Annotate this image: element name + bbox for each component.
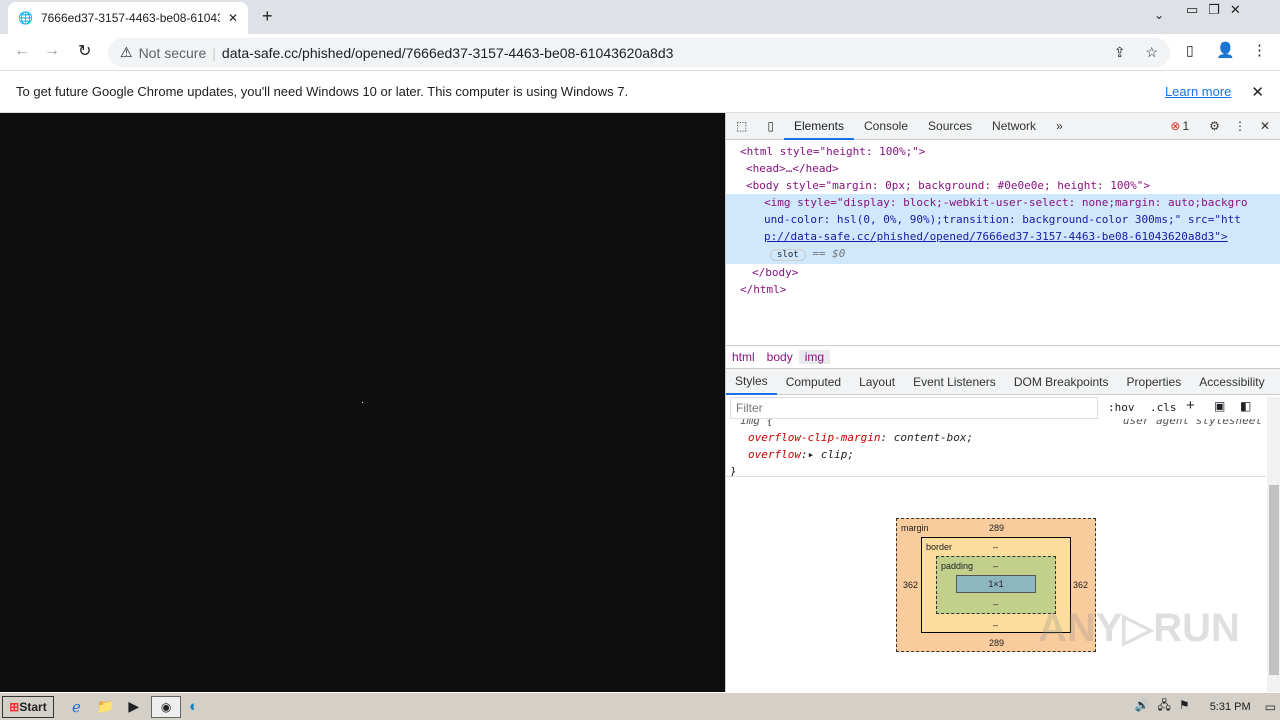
box-model-content: 1×1 [956, 575, 1036, 593]
paint-icon[interactable]: ▣ [1214, 399, 1226, 413]
breadcrumb-html[interactable]: html [732, 350, 755, 364]
tracking-pixel-image [362, 402, 363, 403]
device-toolbar-icon[interactable]: ▯ [767, 119, 774, 133]
dom-node-head[interactable]: <head>…</head> [746, 162, 839, 175]
box-model-border: border – – padding – – 1×1 [921, 537, 1071, 633]
tab-network[interactable]: Network [992, 119, 1037, 133]
devtools-tabbar: ⬚ ▯ Elements Console Sources Network » ⊗… [726, 113, 1280, 140]
box-model-margin: margin 289 289 362 362 border – – paddin… [896, 518, 1096, 652]
cls-button[interactable]: .cls [1150, 401, 1177, 414]
tab-properties[interactable]: Properties [1126, 374, 1182, 389]
chrome-taskbar-icon[interactable]: ◉ [151, 695, 182, 718]
close-devtools-icon[interactable]: ✕ [1259, 119, 1270, 133]
toggle-sidebar-icon[interactable]: ◧ [1240, 399, 1252, 413]
add-rule-icon[interactable]: + [1186, 397, 1195, 414]
settings-gear-icon[interactable]: ⚙ [1209, 119, 1220, 133]
dom-img-line: und-color: hsl(0, 0%, 90%);transition: b… [726, 211, 1280, 228]
tab-console[interactable]: Console [863, 119, 909, 133]
new-tab-button[interactable]: + [262, 6, 273, 26]
media-player-icon[interactable]: ▶ [128, 698, 140, 714]
tab-search-icon[interactable]: ⌄ [1154, 8, 1165, 22]
windows-taskbar: ⊞Start ℯ 📁 ▶ ◉ ◐ 🔊🖧⚑ 5:31 PM ▭ [0, 692, 1280, 720]
dom-node-img[interactable]: <img style="display: block;-webkit-user-… [726, 194, 1280, 211]
windows-logo-icon: ⊞ [9, 699, 20, 714]
tab-elements[interactable]: Elements [783, 113, 854, 140]
breadcrumb: html body img [726, 345, 1280, 369]
tab-layout[interactable]: Layout [859, 374, 896, 389]
more-options-icon[interactable]: ⋮ [1233, 119, 1246, 133]
tab-accessibility[interactable]: Accessibility [1199, 374, 1265, 389]
reload-icon[interactable]: ↻ [78, 43, 92, 60]
forward-icon[interactable]: → [44, 42, 60, 59]
bookmark-star-icon[interactable]: ☆ [1145, 44, 1158, 60]
window-controls[interactable]: ▭❐✕ [1186, 2, 1251, 17]
tab-event-listeners[interactable]: Event Listeners [913, 374, 996, 389]
clock[interactable]: 5:31 PM [1209, 700, 1251, 713]
dom-node-html[interactable]: <html style="height: 100%;"> [740, 145, 926, 158]
styles-tabbar: Styles Computed Layout Event Listeners D… [726, 369, 1280, 395]
styles-scrollbar[interactable] [1267, 397, 1280, 692]
globe-icon: 🌐 [18, 11, 33, 25]
dom-node-body[interactable]: <body style="margin: 0px; background: #0… [746, 179, 1150, 192]
browser-tab[interactable]: 🌐 7666ed37-3157-4463-be08-610436... ✕ [8, 2, 248, 34]
page-content [0, 113, 725, 692]
learn-more-link[interactable]: Learn more [1164, 84, 1232, 99]
dom-tree: <html style="height: 100%;"> <head>…</he… [726, 140, 1280, 298]
more-tabs-icon[interactable]: » [1056, 119, 1063, 133]
selected-marker: == $0 [812, 247, 846, 260]
close-infobar-icon[interactable]: ✕ [1251, 83, 1264, 101]
tab-bar: 🌐 7666ed37-3157-4463-be08-610436... ✕ + … [0, 0, 1280, 34]
address-bar[interactable]: ⚠ Not secure | data-safe.cc/phished/open… [108, 38, 1170, 67]
error-badge[interactable]: ⊗1 [1170, 119, 1190, 133]
tab-computed[interactable]: Computed [785, 374, 842, 389]
show-desktop-icon[interactable]: ▭ [1264, 699, 1276, 714]
anyrun-watermark-logo: ANY▷RUN [1038, 606, 1240, 650]
box-model-padding: padding – – 1×1 [936, 556, 1056, 614]
inspect-icon[interactable]: ⬚ [736, 119, 748, 133]
tab-dom-breakpoints[interactable]: DOM Breakpoints [1013, 374, 1109, 389]
menu-icon[interactable]: ⋮ [1252, 42, 1267, 59]
tab-sources[interactable]: Sources [928, 119, 973, 133]
explorer-icon[interactable]: 📁 [96, 698, 115, 714]
close-tab-icon[interactable]: ✕ [227, 11, 238, 25]
tray-icons[interactable]: 🔊🖧⚑ [1134, 698, 1198, 712]
share-icon[interactable]: ⇪ [1113, 44, 1126, 60]
devtools-panel: ⬚ ▯ Elements Console Sources Network » ⊗… [725, 113, 1280, 692]
style-rule: img {user agent stylesheet overflow-clip… [726, 416, 1266, 480]
img-src-link[interactable]: p://data-safe.cc/phished/opened/7666ed37… [726, 228, 1280, 245]
edge-icon[interactable]: ◐ [189, 698, 199, 715]
dom-close-body: </body> [752, 266, 799, 279]
rule-header: img {user agent stylesheet [740, 419, 1262, 427]
slot-badge[interactable]: slot [770, 249, 806, 261]
hov-button[interactable]: :hov [1108, 401, 1135, 414]
ie-icon[interactable]: ℯ [72, 698, 81, 716]
tab-styles[interactable]: Styles [726, 369, 777, 395]
browser-toolbar: ← → ↻ ⚠ Not secure | data-safe.cc/phishe… [0, 34, 1280, 71]
profile-icon[interactable]: 👤 [1216, 42, 1235, 59]
styles-filter-input[interactable]: Filter [730, 397, 1098, 419]
breadcrumb-img[interactable]: img [798, 350, 831, 364]
start-button[interactable]: ⊞Start [2, 695, 54, 718]
side-panel-icon[interactable]: ▯ [1186, 42, 1194, 58]
breadcrumb-body[interactable]: body [766, 350, 793, 364]
back-icon[interactable]: ← [14, 42, 30, 59]
update-infobar: To get future Google Chrome updates, you… [0, 71, 1280, 113]
dom-close-html: </html> [740, 283, 787, 296]
warning-icon: ⚠ [120, 44, 133, 60]
